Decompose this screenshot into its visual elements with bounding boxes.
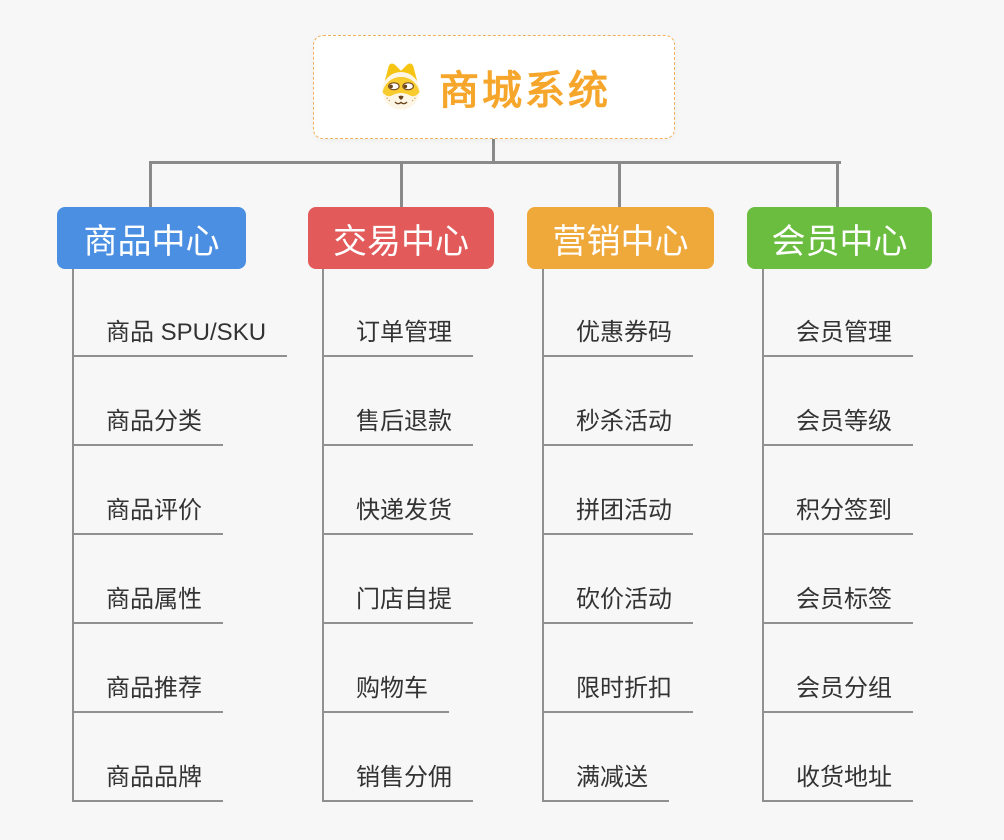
leaf-node[interactable]: 会员分组	[762, 677, 913, 713]
leaf-node[interactable]: 门店自提	[322, 588, 473, 624]
leaf-node[interactable]: 购物车	[322, 677, 449, 713]
leaf-node[interactable]: 商品 SPU/SKU	[72, 321, 288, 357]
leaf-node[interactable]: 会员标签	[762, 588, 913, 624]
leaf-node[interactable]: 快递发货	[322, 499, 473, 535]
leaf-node[interactable]: 拼团活动	[542, 499, 693, 535]
leaf-node[interactable]: 商品属性	[72, 588, 223, 624]
leaf-node[interactable]: 会员管理	[762, 321, 913, 357]
connector-drop-marketing	[618, 161, 621, 207]
leaf-node[interactable]: 订单管理	[322, 321, 473, 357]
leaf-node[interactable]: 销售分佣	[322, 766, 473, 802]
leaf-node[interactable]: 会员等级	[762, 410, 913, 446]
branch-trunk-line	[72, 269, 74, 802]
root-node-label: 商城系统	[439, 69, 611, 113]
leaf-node[interactable]: 商品推荐	[72, 677, 223, 713]
connector-drop-trade	[400, 161, 403, 207]
branch-trunk-line	[762, 269, 764, 802]
branch-trunk-line	[322, 269, 324, 802]
leaf-node[interactable]: 商品品牌	[72, 766, 223, 802]
connector-drop-product	[149, 161, 152, 207]
root-node-mall-system[interactable]: 商城系统	[313, 35, 675, 139]
leaf-node[interactable]: 秒杀活动	[542, 410, 693, 446]
leaf-node[interactable]: 收货地址	[762, 766, 913, 802]
leaf-node[interactable]: 满减送	[542, 766, 669, 802]
leaf-node[interactable]: 积分签到	[762, 499, 913, 535]
leaf-node[interactable]: 限时折扣	[542, 677, 693, 713]
leaf-node[interactable]: 商品评价	[72, 499, 223, 535]
branch-trunk-line	[542, 269, 544, 802]
connector-horizontal-bar	[149, 161, 841, 164]
leaf-node[interactable]: 商品分类	[72, 410, 223, 446]
branch-node-product-center[interactable]: 商品中心	[57, 207, 246, 269]
branch-node-member-center[interactable]: 会员中心	[747, 207, 932, 269]
branch-node-trade-center[interactable]: 交易中心	[308, 207, 494, 269]
leaf-node[interactable]: 砍价活动	[542, 588, 693, 624]
connector-root-vertical	[492, 139, 495, 162]
leaf-node[interactable]: 售后退款	[322, 410, 473, 446]
branch-node-marketing-center[interactable]: 营销中心	[527, 207, 714, 269]
shiba-dog-icon	[382, 63, 420, 110]
leaf-node[interactable]: 优惠券码	[542, 321, 693, 357]
connector-drop-member	[836, 161, 839, 207]
